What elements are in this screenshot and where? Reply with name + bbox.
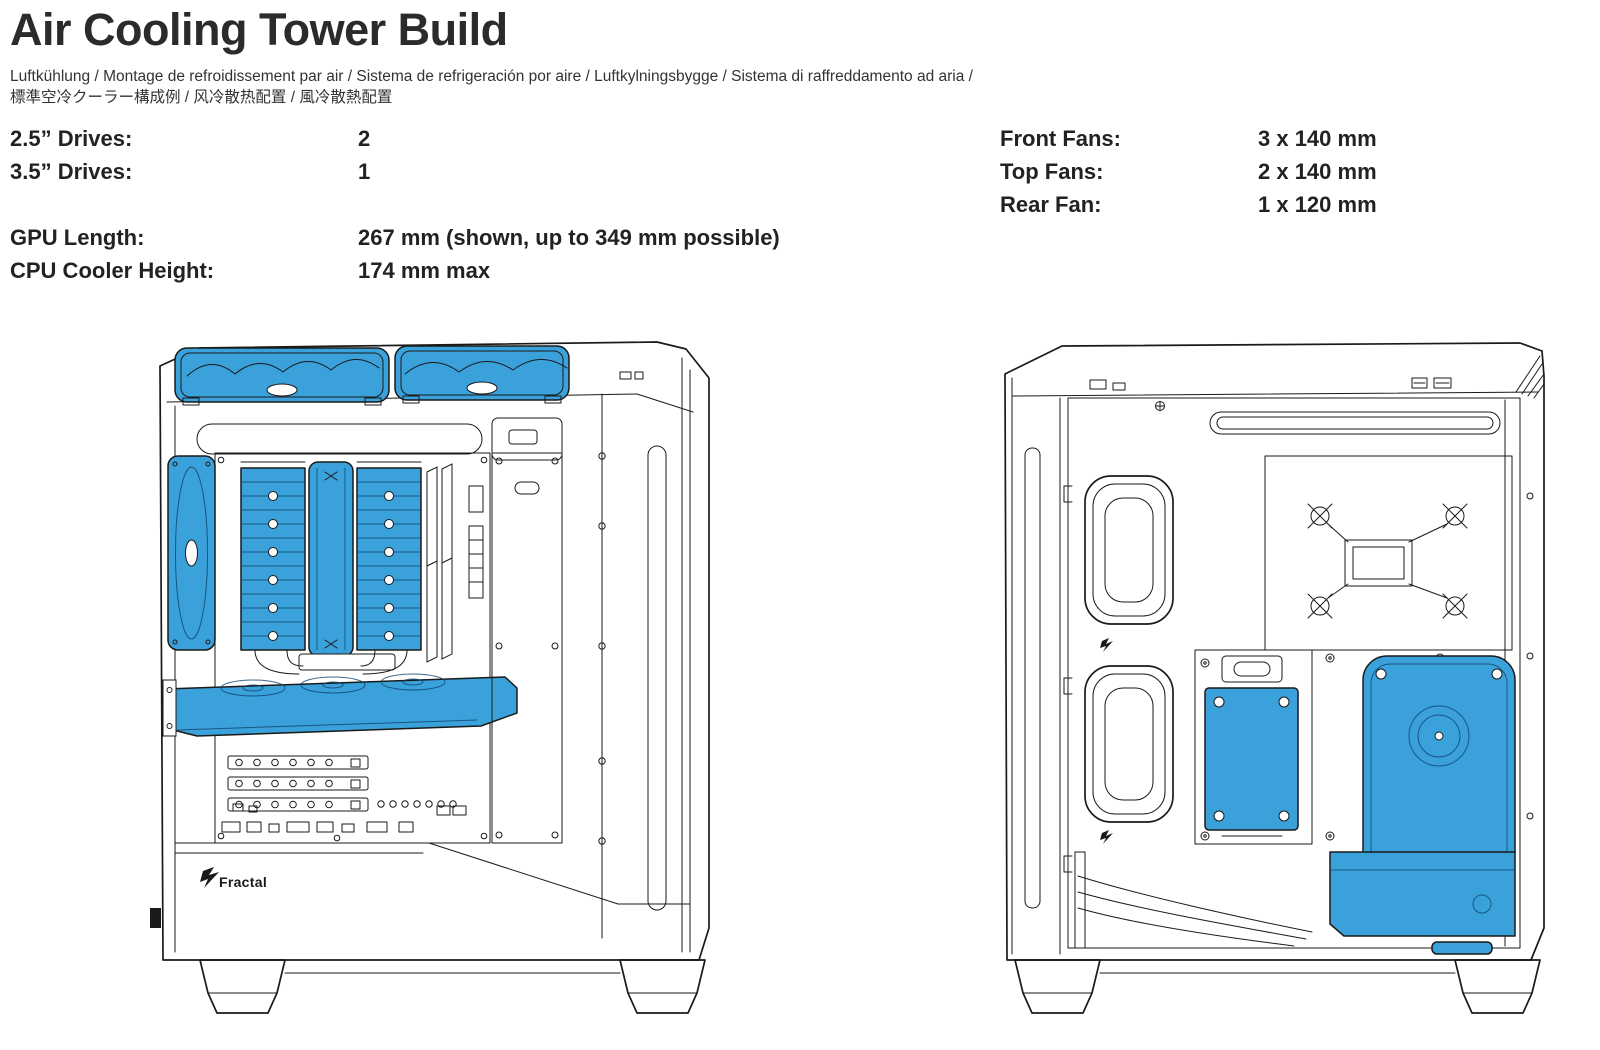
spec-row-gpu-length: GPU Length: 267 mm (shown, up to 349 mm … [10, 221, 780, 254]
fractal-logo: Fractal [200, 867, 267, 890]
cable-cutouts [1063, 475, 1174, 873]
spec-value-cpu-cooler-height: 174 mm max [358, 258, 491, 283]
specs-left: 2.5” Drives: 2 3.5” Drives: 1 GPU Length… [10, 122, 780, 287]
page-header: Air Cooling Tower Build Luftkühlung / Mo… [10, 0, 973, 108]
side-panel-latch [150, 908, 161, 928]
subtitle-cjk: 標準空冷クーラー構成例 / 风冷散热配置 / 風冷散熱配置 [10, 89, 393, 106]
spec-value-35-drives: 1 [358, 159, 371, 184]
spec-row-rear-fan: Rear Fan: 1 x 120 mm [1000, 188, 1377, 221]
spec-value-25-drives: 2 [358, 126, 371, 151]
psu-tab [1431, 941, 1493, 955]
spec-label-rear-fan: Rear Fan: [1000, 192, 1102, 217]
top-details [1089, 377, 1501, 435]
spec-row-25-drives: 2.5” Drives: 2 [10, 122, 780, 155]
subtitle-intl: Luftkühlung / Montage de refroidissement… [10, 68, 973, 85]
psu [1329, 851, 1516, 955]
front-fan [167, 455, 216, 651]
spec-value-front-fans: 3 x 140 mm [1258, 126, 1377, 151]
ssd-drive [1204, 687, 1299, 831]
tray-outline [1067, 397, 1521, 949]
front-vent-strip [1024, 447, 1041, 909]
case-feet [199, 959, 706, 1014]
fractal-logo-icon [200, 867, 219, 888]
left-case-diagram: Fractal [150, 341, 710, 1014]
spec-value-top-fans: 2 x 140 mm [1258, 159, 1377, 184]
psu-shroud [174, 842, 691, 905]
drive-plate [491, 452, 563, 844]
pci-slots [227, 755, 457, 812]
spec-label-front-fans: Front Fans: [1000, 126, 1121, 151]
fractal-logo-text: Fractal [219, 874, 267, 890]
cables [1074, 851, 1313, 949]
spec-label-top-fans: Top Fans: [1000, 159, 1104, 184]
top-io-bracket [491, 417, 563, 461]
gpu [162, 673, 518, 737]
spec-label-gpu-length: GPU Length: [10, 225, 145, 250]
specs-right: Front Fans: 3 x 140 mm Top Fans: 2 x 140… [1000, 122, 1377, 221]
spec-label-cpu-cooler-height: CPU Cooler Height: [10, 258, 215, 283]
top-fans [174, 345, 570, 406]
spec-label-25-drives: 2.5” Drives: [10, 126, 133, 151]
spec-value-rear-fan: 1 x 120 mm [1258, 192, 1377, 217]
spec-value-gpu-length: 267 mm (shown, up to 349 mm possible) [358, 225, 780, 250]
ssd-bracket [1194, 649, 1313, 845]
fractal-glyph-icon [1100, 830, 1113, 844]
spec-row-front-fans: Front Fans: 3 x 140 mm [1000, 122, 1377, 155]
spec-row-cpu-cooler-height: CPU Cooler Height: 174 mm max [10, 254, 780, 287]
top-vent [196, 423, 483, 455]
spec-row-35-drives: 3.5” Drives: 1 [10, 155, 780, 188]
board-header-row [221, 821, 414, 833]
hdd-tray [1362, 655, 1516, 877]
cpu-backplate [1264, 455, 1513, 651]
case-feet [1014, 959, 1541, 1014]
front-vent-strip [647, 445, 667, 911]
spec-row-top-fans: Top Fans: 2 x 140 mm [1000, 155, 1377, 188]
right-case-diagram [1004, 342, 1545, 1014]
ram-modules [426, 463, 453, 663]
fractal-glyph-icon [1100, 638, 1113, 652]
cpu-cooler [240, 461, 422, 675]
page-title: Air Cooling Tower Build [10, 4, 508, 55]
spec-label-35-drives: 3.5” Drives: [10, 159, 133, 184]
